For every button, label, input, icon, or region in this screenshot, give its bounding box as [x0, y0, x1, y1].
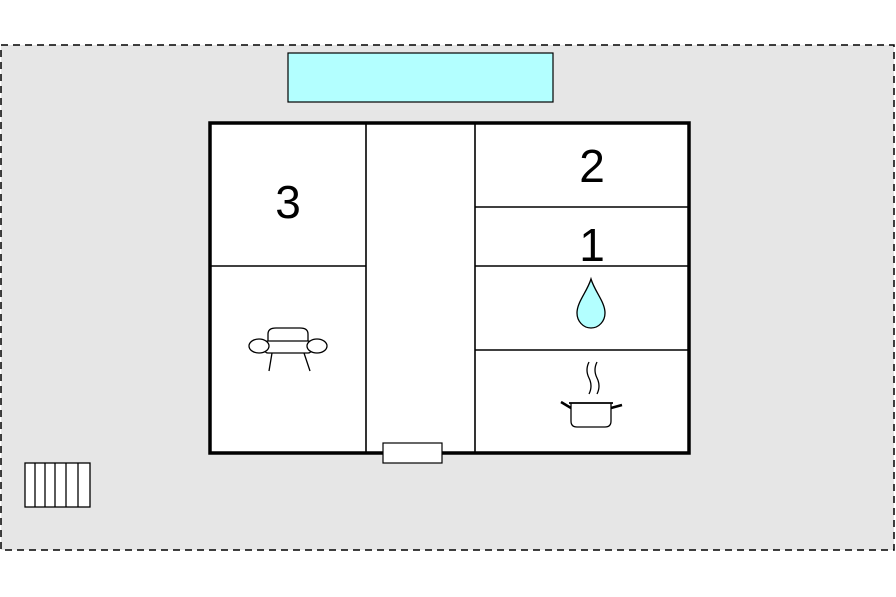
fence-icon: [24, 462, 91, 508]
cooking-pot-icon: [560, 361, 623, 428]
entrance-door: [382, 442, 443, 464]
room-label-3: 3: [275, 176, 301, 228]
sofa-icon: [248, 327, 328, 372]
room-label-1: 1: [579, 219, 605, 271]
house: [208, 121, 691, 464]
house-interior: [210, 123, 689, 453]
room-label-2: 2: [579, 140, 605, 192]
house-outer-wall: [208, 121, 691, 455]
water-drop-icon: [576, 276, 606, 329]
pool: [287, 52, 554, 103]
